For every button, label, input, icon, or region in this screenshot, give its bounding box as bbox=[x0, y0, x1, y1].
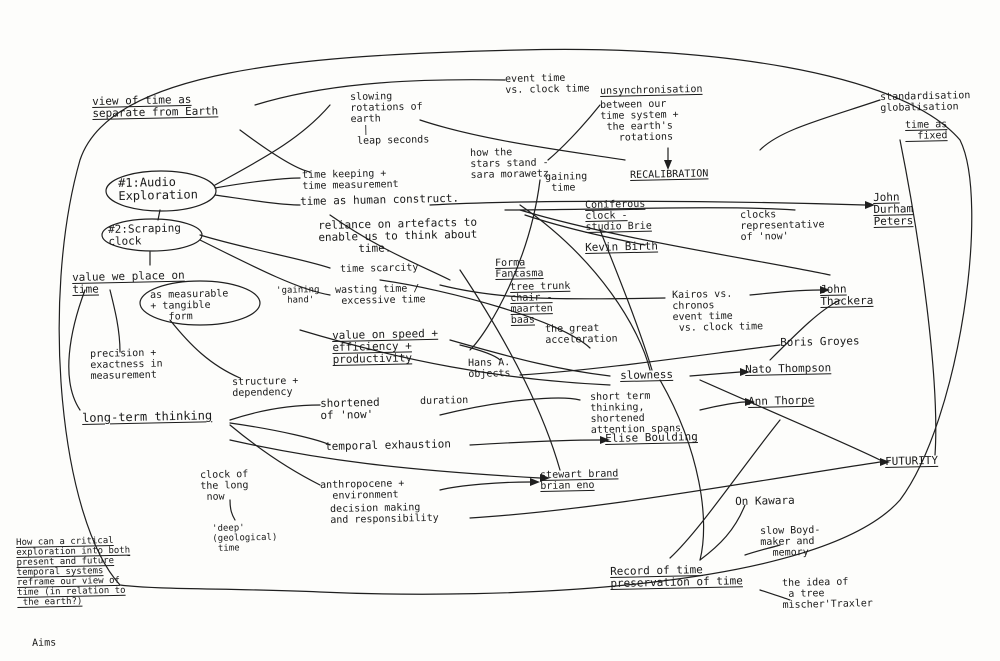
node-hans-objects: Hans A. objects bbox=[468, 357, 511, 380]
node-gaining-time: gaining time bbox=[545, 171, 588, 194]
node-john-thackera: John Thackera bbox=[819, 282, 874, 308]
node-structure-dependency: structure + dependency bbox=[232, 375, 299, 399]
outer-loop bbox=[58, 48, 973, 595]
node-slowing-rotations: slowing rotations of earth | leap second… bbox=[350, 91, 430, 147]
node-duration: duration bbox=[420, 394, 469, 407]
node-on-kawara: On Kawara bbox=[734, 493, 795, 508]
node-ann-thorpe: Ann Thorpe bbox=[747, 393, 815, 408]
node-standardisation: standardisation globalisation bbox=[880, 90, 971, 114]
node-formafantasma: Forma Fantasma bbox=[495, 257, 544, 280]
node-measurable-tangible: as measurable + tangible form bbox=[150, 288, 229, 323]
node-time-scarcity: time scarcity bbox=[340, 262, 419, 275]
aims-question: How can a critical exploration into both… bbox=[16, 535, 131, 608]
node-coniferous-clock: Coniferous clock - studio Brie bbox=[585, 198, 652, 233]
node-record-of-time: Record of time preservation of time bbox=[609, 563, 743, 590]
node-clocks-representative: clocks representative of 'now' bbox=[740, 209, 825, 243]
node-unsynchronisation: unsynchronisation bbox=[600, 83, 703, 97]
node-deep-time: 'deep' (geological) time bbox=[212, 523, 278, 554]
node-view-of-time: view of time as separate from Earth bbox=[91, 92, 219, 120]
node-stewart-brand: stewart brand brian eno bbox=[540, 468, 619, 492]
measurable-ellipse bbox=[139, 280, 261, 326]
node-anthropocene: anthropocene + environment bbox=[320, 478, 405, 502]
node-wasting-time: wasting time / excessive time bbox=[335, 283, 426, 307]
node-futurity: FUTURITY bbox=[884, 453, 939, 468]
node-recalibration: RECALIBRATION bbox=[630, 168, 709, 181]
node-great-acceleration: the great acceleration bbox=[545, 322, 618, 346]
node-slow-boyd: slow Boyd- maker and memory bbox=[760, 524, 821, 559]
node-long-term-thinking: long-term thinking bbox=[81, 408, 213, 425]
node-tree-trunk: tree trunk chair - maarten baas bbox=[510, 280, 571, 326]
node-kairos: Kairos vs. chronos event time vs. clock … bbox=[672, 288, 764, 334]
node-how-stars: how the stars stand - sara morawetz bbox=[470, 147, 549, 181]
node-scraping-clock: #2:Scraping clock bbox=[107, 221, 182, 248]
node-boris-groys: Boris Groyes bbox=[779, 334, 860, 349]
node-short-term: short term thinking, shortened attention… bbox=[590, 390, 682, 436]
node-gaining-hand: 'gaining hand' bbox=[276, 285, 320, 306]
node-clock-long-now: clock of the long now bbox=[200, 468, 249, 503]
node-reliance-artefacts: reliance on artefacts to enable us to th… bbox=[317, 215, 478, 256]
node-elise-boulding: Elise Boulding bbox=[604, 430, 698, 445]
node-timekeeping: time keeping + time measurement bbox=[302, 168, 399, 192]
node-event-time: event time vs. clock time bbox=[505, 72, 590, 96]
aims-label: Aims bbox=[32, 637, 57, 649]
node-audio-exploration: #1:Audio Exploration bbox=[117, 174, 199, 203]
audio-exploration-ellipse bbox=[105, 170, 217, 212]
node-kevin-birth: Kevin Birth bbox=[584, 239, 659, 254]
node-slowness: slowness bbox=[619, 367, 674, 382]
node-shortened-now: shortened of 'now' bbox=[319, 395, 380, 422]
node-precision: precision + exactness in measurement bbox=[90, 347, 163, 382]
node-value-speed: value on speed + efficiency + productivi… bbox=[331, 326, 439, 366]
node-idea-of-tree: the idea of a tree mischer'Traxler bbox=[782, 576, 873, 611]
node-nato-thompson: Nato Thompson bbox=[744, 361, 832, 376]
node-time-as-fixed: time as fixed bbox=[905, 119, 948, 142]
node-decision-making: decision making and responsibility bbox=[330, 502, 439, 526]
node-between-time-system: between our time system + the earth's ro… bbox=[600, 98, 679, 144]
node-john-durham-peters: John Durham Peters bbox=[872, 190, 914, 228]
